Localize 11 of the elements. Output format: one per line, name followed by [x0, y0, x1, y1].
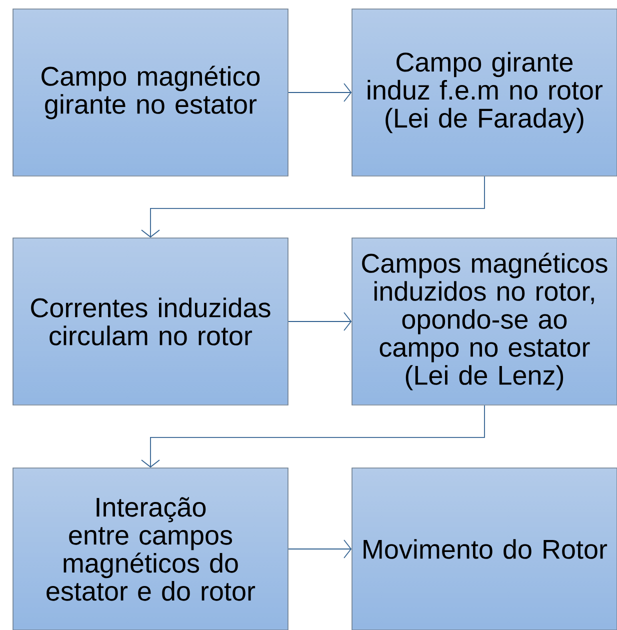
arrow: [288, 540, 352, 558]
arrow: [288, 83, 352, 102]
process-box: Campos magnéticos induzidos no rotor, opondo-se ao campo no estator (Lei de Lenz): [352, 238, 617, 406]
process-box: Correntes induzidas circulam no rotor: [12, 238, 288, 406]
process-box: Interação entre campos magnéticos do estator e do rotor: [12, 468, 288, 630]
arrow: [141, 404, 485, 468]
arrow: [288, 312, 352, 331]
process-box: Campo magnético girante no estator: [12, 8, 288, 176]
arrow: [141, 176, 485, 238]
process-box: Movimento do Rotor: [352, 468, 617, 630]
process-box: Campo girante induz f.e.m no rotor (Lei de Faraday): [352, 8, 617, 176]
